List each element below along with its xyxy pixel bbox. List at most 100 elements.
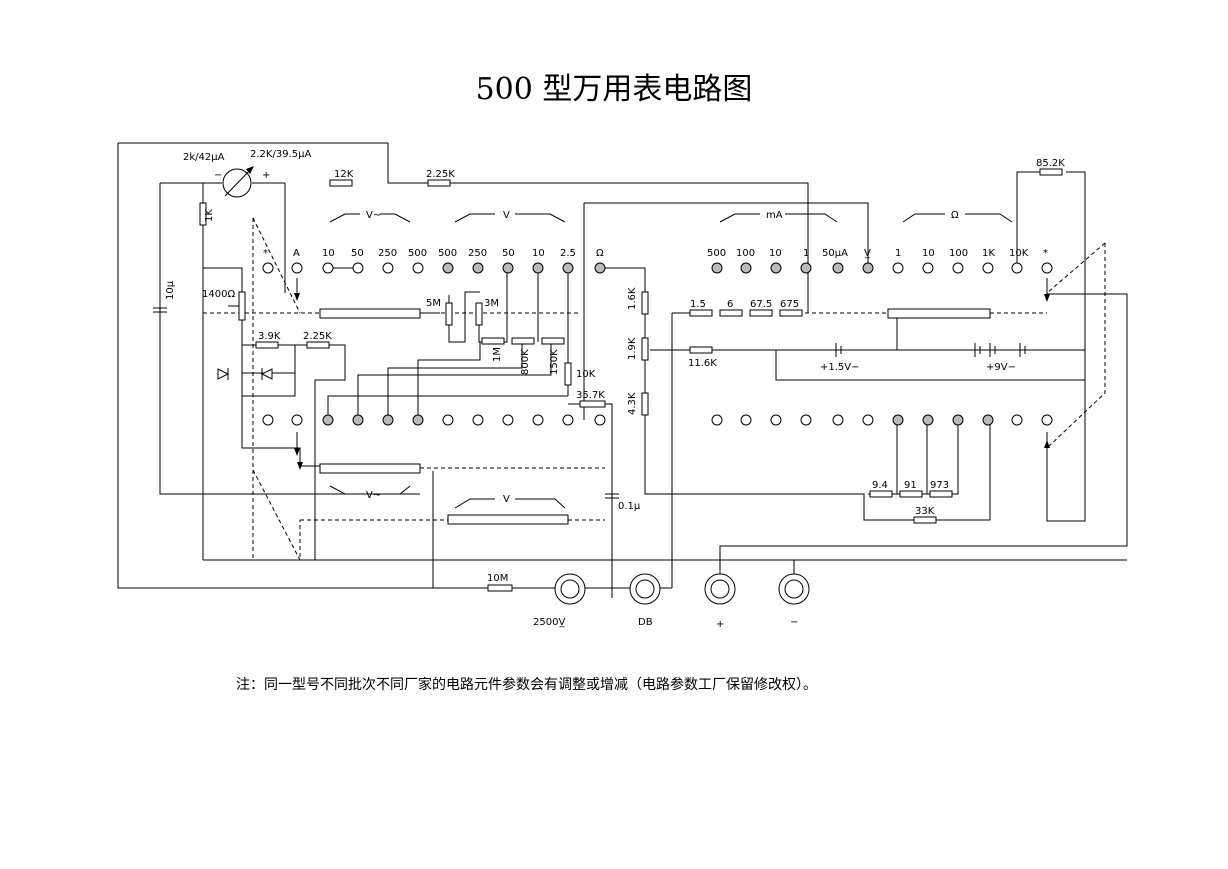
contact-label-16: 50μA <box>822 248 848 259</box>
resistor-6-label: 6 <box>727 299 733 310</box>
top-contacts <box>262 262 1053 274</box>
contact-label-3: 50 <box>351 248 364 259</box>
resistor-1k-label: 1K <box>204 209 215 222</box>
diode-1 <box>217 368 230 380</box>
resistor-6 <box>719 309 743 317</box>
resistor-9.4-label: 9.4 <box>872 480 888 491</box>
resistor-35.7k <box>579 400 606 408</box>
contact-top-12 <box>711 262 723 274</box>
contact-label-11: Ω <box>596 248 604 259</box>
diodes <box>217 368 273 380</box>
contact-label-20: 100 <box>949 248 968 259</box>
resistor-1m <box>481 337 505 345</box>
contact-label-15: 1 <box>803 248 809 259</box>
resistor-85.2k <box>1039 168 1063 176</box>
contact-label-10: 2.5 <box>560 248 576 259</box>
contact-top-22 <box>1011 262 1023 274</box>
resistor-67.5-label: 67.5 <box>750 299 772 310</box>
contact-top-7 <box>472 262 484 274</box>
bottom-contacts <box>262 414 1053 426</box>
contact-top-11 <box>594 262 606 274</box>
contact-top-21 <box>982 262 994 274</box>
battery-9v-label: +9V− <box>986 362 1016 373</box>
resistor-33k <box>913 516 937 524</box>
resistor-800k-label: 800K <box>520 349 531 375</box>
contact-label-17: V̲ <box>864 248 871 259</box>
resistor-675-label: 675 <box>780 299 799 310</box>
potentiometer-1400 <box>238 291 246 321</box>
contact-top-13 <box>740 262 752 274</box>
contact-top-1 <box>291 262 303 274</box>
contact-label-9: 10 <box>532 248 545 259</box>
selector-bar-1 <box>319 308 421 319</box>
contact-label-8: 50 <box>502 248 515 259</box>
resistor-91 <box>899 490 923 498</box>
resistor-10m-label: 10M <box>487 573 508 584</box>
contact-top-15 <box>800 262 812 274</box>
resistor-2.25k-top <box>427 179 451 187</box>
resistor-800k <box>511 337 535 345</box>
selector-bar-4 <box>447 514 569 525</box>
contact-top-10 <box>562 262 574 274</box>
potentiometer-1.9k <box>641 337 649 361</box>
contact-label-5: 500 <box>408 248 427 259</box>
contact-top-3 <box>352 262 364 274</box>
contact-top-17 <box>862 262 874 274</box>
contact-top-0 <box>262 262 274 274</box>
resistor-3.9k-label: 3.9K <box>258 331 281 342</box>
socket-db-label: DB <box>638 617 653 628</box>
diode-2 <box>260 368 273 380</box>
contact-top-19 <box>922 262 934 274</box>
contact-top-18 <box>892 262 904 274</box>
meter-plus: + <box>262 170 270 181</box>
contact-label-23: * <box>1043 248 1048 259</box>
contact-top-2 <box>322 262 334 274</box>
resistor-2.25k <box>306 341 330 349</box>
contact-label-4: 250 <box>378 248 397 259</box>
resistor-1.6k-label: 1.6K <box>627 287 638 310</box>
group-acv-b-label: V~ <box>366 490 381 501</box>
resistor-3m-label: 3M <box>484 298 499 309</box>
contact-top-20 <box>952 262 964 274</box>
resistor-2.25k-top-label: 2.25K <box>426 169 455 180</box>
resistor-33k-label: 33K <box>915 506 935 517</box>
diagram-title: 500 型万用表电路图 <box>475 72 753 107</box>
meter-movement: 2k/42μA 2.2K/39.5μA − + <box>183 149 311 198</box>
resistor-1.5-label: 1.5 <box>690 299 706 310</box>
socket-2500v-label: 2500V̲ <box>533 617 565 628</box>
potentiometer-1400-label: 1400Ω <box>202 289 235 300</box>
resistor-10m <box>487 584 513 592</box>
contact-top-8 <box>502 262 514 274</box>
contact-top-16 <box>832 262 844 274</box>
footnote: 注：同一型号不同批次不同厂家的电路元件参数会有调整或增减（电路参数工厂保留修改权… <box>236 677 817 693</box>
group-acv-label: V~ <box>366 210 381 221</box>
socket-minus-label: − <box>790 617 798 628</box>
resistor-10k-label: 10K <box>576 369 596 380</box>
resistor-150k-label: 150K <box>549 349 560 375</box>
contact-label-22: 10K <box>1009 248 1029 259</box>
resistor-9.4 <box>869 490 893 498</box>
battery-1.5v-label: +1.5V− <box>820 362 860 373</box>
contact-label-18: 1 <box>895 248 901 259</box>
meter-minus: − <box>214 170 222 181</box>
selector-bar-3 <box>319 463 421 474</box>
resistor-675 <box>779 309 803 317</box>
output-sockets: 2500V̲ DB + − <box>533 573 810 630</box>
potentiometer-1.9k-label: 1.9K <box>627 337 638 360</box>
resistor-973 <box>929 490 953 498</box>
contact-label-19: 10 <box>922 248 935 259</box>
contact-top-9 <box>532 262 544 274</box>
switch-dashed-lines <box>203 217 1106 561</box>
resistor-150k <box>541 337 565 345</box>
resistor-5m <box>445 302 453 326</box>
contact-label-6: 500 <box>438 248 457 259</box>
contact-label-21: 1K <box>982 248 995 259</box>
resistor-91-label: 91 <box>904 480 917 491</box>
contact-top-6 <box>442 262 454 274</box>
resistor-1k <box>199 202 207 226</box>
group-ma-label: mA <box>766 210 783 221</box>
capacitor-0.1u-label: 0.1μ <box>618 501 641 512</box>
contact-top-14 <box>770 262 782 274</box>
resistor-1.6k <box>641 291 649 315</box>
